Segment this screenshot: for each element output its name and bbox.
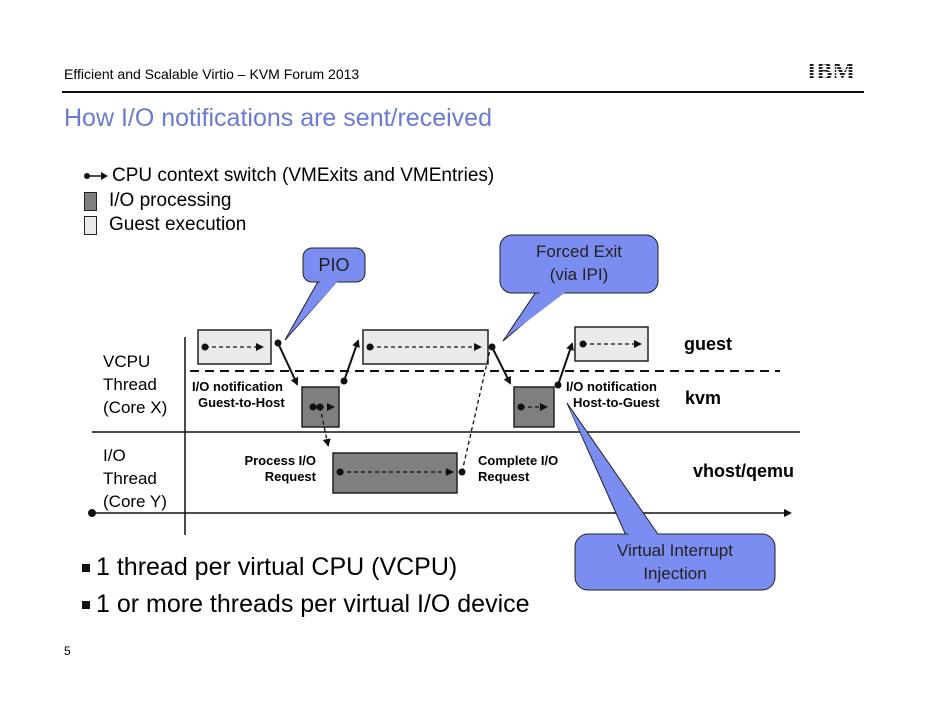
vcpu-thread-label-1: VCPU	[103, 352, 151, 371]
vmexit-arrow-1	[277, 342, 299, 386]
legend-item-context-switch: CPU context switch (VMExits and VMEntrie…	[84, 165, 494, 187]
context-switch-arrow-icon	[84, 172, 108, 180]
callout-virtual-interrupt	[566, 402, 776, 591]
legend-label: I/O processing	[109, 190, 232, 211]
complete-io-label-1: Complete I/O	[478, 453, 559, 468]
process-io-label-2: Request	[264, 469, 316, 484]
slide-title: How I/O notifications are sent/received	[64, 104, 492, 132]
vcpu-thread-label-2: Thread	[103, 375, 157, 394]
vhost-io-block	[332, 452, 458, 494]
page-number: 5	[64, 644, 71, 658]
io-thread-label-3: (Core Y)	[103, 492, 167, 511]
g2h-label-2: Guest-to-Host	[198, 395, 285, 410]
io-thread-label-2: Thread	[103, 469, 157, 488]
ibm-logo-text: IBM	[807, 59, 855, 82]
callout-virq-line1: Virtual Interrupt	[617, 541, 733, 560]
callout-virq-line2: Injection	[643, 564, 707, 583]
io-thread-label-1: I/O	[103, 446, 126, 465]
vcpu-thread-label-3: (Core X)	[103, 398, 168, 417]
bullet-item: 1 thread per virtual CPU (VCPU)	[82, 553, 457, 582]
header-divider	[62, 91, 864, 93]
callout-forced-exit-line1: Forced Exit	[536, 242, 622, 261]
guest-execution-swatch	[84, 215, 97, 235]
bullet-item: 1 or more threads per virtual I/O device	[82, 590, 530, 619]
callout-forced-exit	[499, 234, 659, 342]
io-processing-swatch	[84, 191, 97, 211]
ibm-logo: IBM	[807, 59, 855, 82]
header-title: Efficient and Scalable Virtio – KVM Foru…	[64, 66, 360, 82]
vmexit-arrow-2	[491, 346, 511, 385]
legend-label: CPU context switch (VMExits and VMEntrie…	[112, 165, 495, 186]
h2g-label-1: I/O notification	[566, 379, 657, 394]
lane-label-vhost-qemu: vhost/qemu	[693, 461, 795, 481]
vmentry-arrow-1	[343, 339, 360, 382]
bullet-text: 1 thread per virtual CPU (VCPU)	[96, 553, 458, 581]
lane-label-guest: guest	[684, 334, 733, 354]
callout-pio-text: PIO	[318, 255, 350, 275]
callout-pio	[284, 247, 366, 341]
complete-io-label-2: Request	[478, 469, 530, 484]
legend-item-guest-execution: Guest execution	[84, 214, 246, 236]
bullet-text: 1 or more threads per virtual I/O device	[96, 590, 530, 618]
bullet-icon	[82, 600, 90, 609]
legend-item-io-processing: I/O processing	[84, 190, 232, 212]
process-io-label-1: Process I/O	[244, 453, 316, 468]
vmentry-arrow-2	[557, 342, 574, 386]
g2h-label-1: I/O notification	[192, 379, 283, 394]
legend-label: Guest execution	[109, 214, 247, 235]
bullet-icon	[82, 563, 90, 572]
lane-label-kvm: kvm	[685, 388, 722, 408]
callout-forced-exit-line2: (via IPI)	[549, 265, 609, 284]
h2g-label-2: Host-to-Guest	[573, 395, 660, 410]
guest-exec-block-2	[362, 329, 489, 365]
